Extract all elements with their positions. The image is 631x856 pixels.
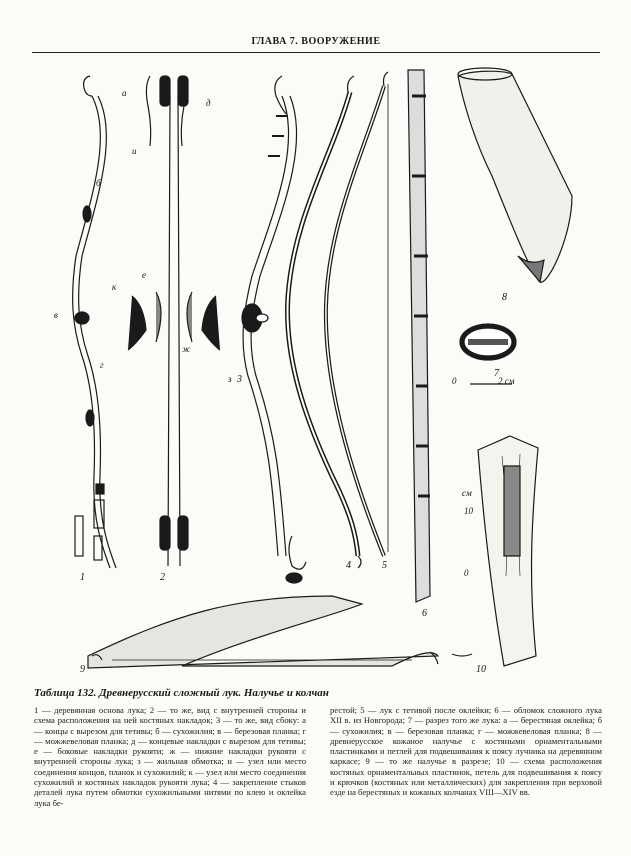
running-header: ГЛАВА 7. ВООРУЖЕНИЕ: [251, 36, 381, 47]
scale-label-zero: 0: [452, 376, 457, 386]
bow-case-9: [87, 595, 440, 669]
scale-label-2cm: 2 см: [498, 376, 515, 386]
figure-number-5: 5: [382, 560, 387, 571]
figure-number-1: 1: [80, 572, 85, 583]
figure-number-6: 6: [422, 608, 427, 619]
figure-number-7: 7: [494, 368, 500, 379]
bow-figure-4: [285, 75, 362, 569]
figure-number-9: 9: [80, 664, 85, 675]
letter-k: к: [112, 282, 117, 292]
letter-z: з: [227, 374, 232, 384]
header-rule: [32, 52, 600, 53]
letter-a: а: [122, 88, 127, 98]
figure-number-3: 3: [236, 374, 242, 385]
bow-fragment-6: [407, 69, 431, 603]
bow-figure-2: [127, 75, 221, 567]
caption-column-left: 1 — деревянная основа лука; 2 — то же, в…: [34, 705, 306, 808]
bow-cross-section-7: [459, 323, 517, 385]
figure-number-8: 8: [502, 292, 507, 303]
bow-figure-5: [323, 71, 389, 557]
letter-i: и: [132, 146, 137, 156]
letter-g: г: [100, 360, 104, 370]
letter-e: е: [142, 270, 146, 280]
figure-number-2: 2: [160, 572, 165, 583]
bow-figure-3: [241, 75, 307, 584]
letter-zh: ж: [182, 344, 191, 354]
bow-case-8: [457, 67, 573, 284]
letter-b: б: [96, 178, 101, 188]
bow-figure-1: [72, 75, 117, 569]
figure-number-4: 4: [346, 560, 351, 571]
letter-d: д: [206, 98, 211, 108]
scale-label-cm: см: [462, 488, 472, 498]
caption-title: Таблица 132. Древнерусский сложный лук. …: [34, 687, 329, 699]
caption-column-right: рестой; 5 — лук с тетивой после оклейки;…: [330, 705, 602, 798]
illustration-plate: 1 2 3 4 5 6 7 8 9 10 а б в г д е ж з и к…: [54, 67, 573, 675]
scale-label-zero-2: 0: [464, 568, 469, 578]
letter-v: в: [54, 310, 58, 320]
quiver-10: [451, 435, 539, 667]
scale-label-10: 10: [464, 506, 474, 516]
figure-number-10: 10: [476, 664, 486, 675]
